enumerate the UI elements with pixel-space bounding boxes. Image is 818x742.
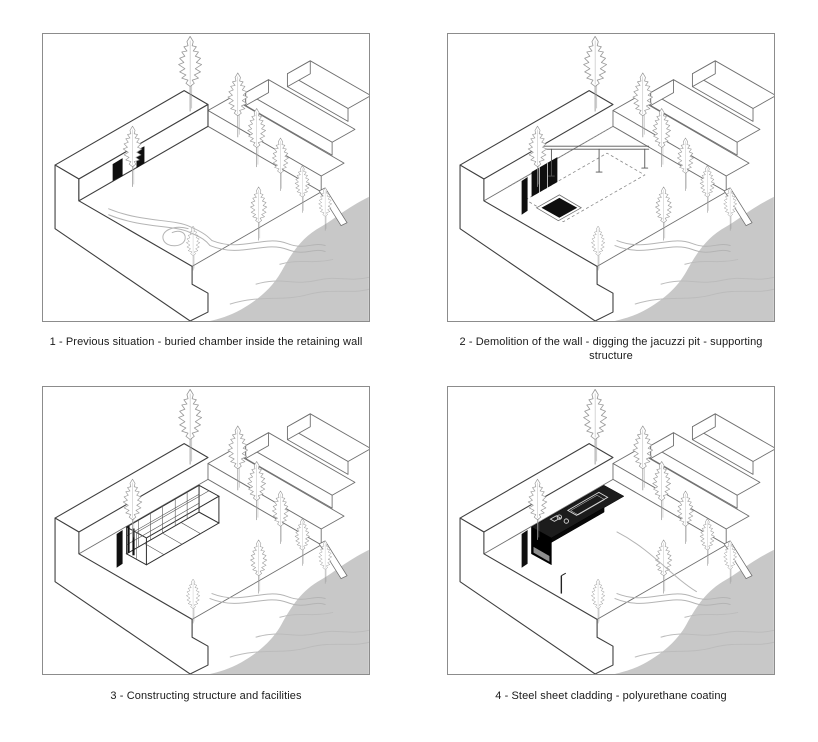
caption-step-4: 4 - Steel sheet cladding - polyurethane … (495, 690, 727, 702)
wall-remnant (116, 530, 123, 568)
phase-3-panel (42, 386, 370, 675)
outdoor-shower-post (560, 572, 567, 594)
vent-opening (533, 546, 550, 562)
wall-section-cut (531, 157, 558, 197)
steel-frame-structure (116, 484, 220, 568)
caption-step-2: 2 - Demolition of the wall - digging the… (459, 336, 763, 362)
phase-3-drawing (43, 387, 369, 674)
demolition-works (505, 126, 650, 223)
garden-path-left (108, 208, 213, 247)
phase-1-panel (42, 33, 370, 322)
supporting-structure (543, 145, 650, 177)
phase-1-drawing (43, 34, 369, 321)
retaining-wall-with-chamber (78, 103, 209, 202)
chamber-door (136, 146, 145, 169)
frame-end-posts (127, 526, 135, 556)
jacuzzi-top-details (549, 491, 609, 524)
clad-top-face (531, 485, 625, 539)
caption-step-3: 3 - Constructing structure and facilitie… (110, 690, 302, 702)
wall-remnant (521, 530, 528, 568)
steel-clad-volume (521, 484, 697, 594)
wall-remnant (521, 177, 528, 215)
phase-2-drawing (448, 34, 774, 321)
phase-4-panel (447, 386, 775, 675)
chamber-door (112, 158, 123, 181)
phase-2-panel (447, 33, 775, 322)
caption-step-1: 1 - Previous situation - buried chamber … (49, 336, 363, 348)
phase-4-drawing (448, 387, 774, 674)
